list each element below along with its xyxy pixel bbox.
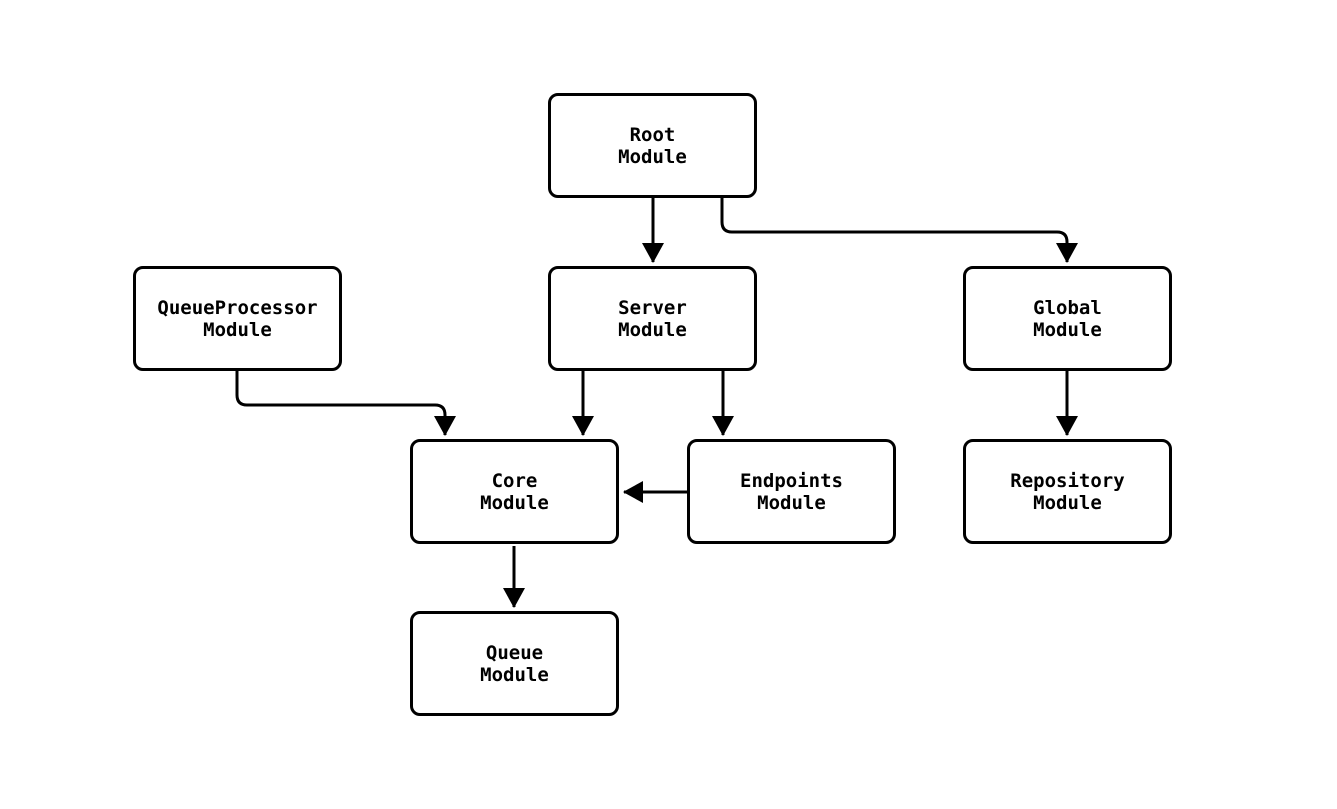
- node-label-line: Module: [757, 491, 826, 514]
- node-label-line: QueueProcessor: [157, 296, 318, 319]
- node-global-module: Global Module: [963, 266, 1172, 371]
- node-server-module: Server Module: [548, 266, 757, 371]
- node-core-module: Core Module: [410, 439, 619, 544]
- node-label-line: Module: [480, 491, 549, 514]
- node-queueprocessor-module: QueueProcessor Module: [133, 266, 342, 371]
- node-label-line: Queue: [485, 641, 544, 664]
- edge-root-to-global: [720, 197, 1078, 263]
- node-label-line: Module: [618, 145, 687, 168]
- node-label-line: Endpoints: [740, 469, 843, 492]
- node-queue-module: Queue Module: [410, 611, 619, 716]
- node-label-line: Module: [618, 318, 687, 341]
- node-label-line: Server: [618, 296, 687, 319]
- node-endpoints-module: Endpoints Module: [687, 439, 896, 544]
- node-label-line: Module: [1033, 491, 1102, 514]
- node-label-line: Module: [1033, 318, 1102, 341]
- node-label-line: Repository: [1010, 469, 1125, 492]
- node-label-line: Core: [491, 469, 538, 492]
- edge-queueprocessor-to-core: [235, 371, 456, 436]
- node-label-line: Module: [203, 318, 272, 341]
- node-label-line: Global: [1033, 296, 1102, 319]
- node-label-line: Root: [629, 123, 676, 146]
- node-repository-module: Repository Module: [963, 439, 1172, 544]
- node-label-line: Module: [480, 663, 549, 686]
- node-root-module: Root Module: [548, 93, 757, 198]
